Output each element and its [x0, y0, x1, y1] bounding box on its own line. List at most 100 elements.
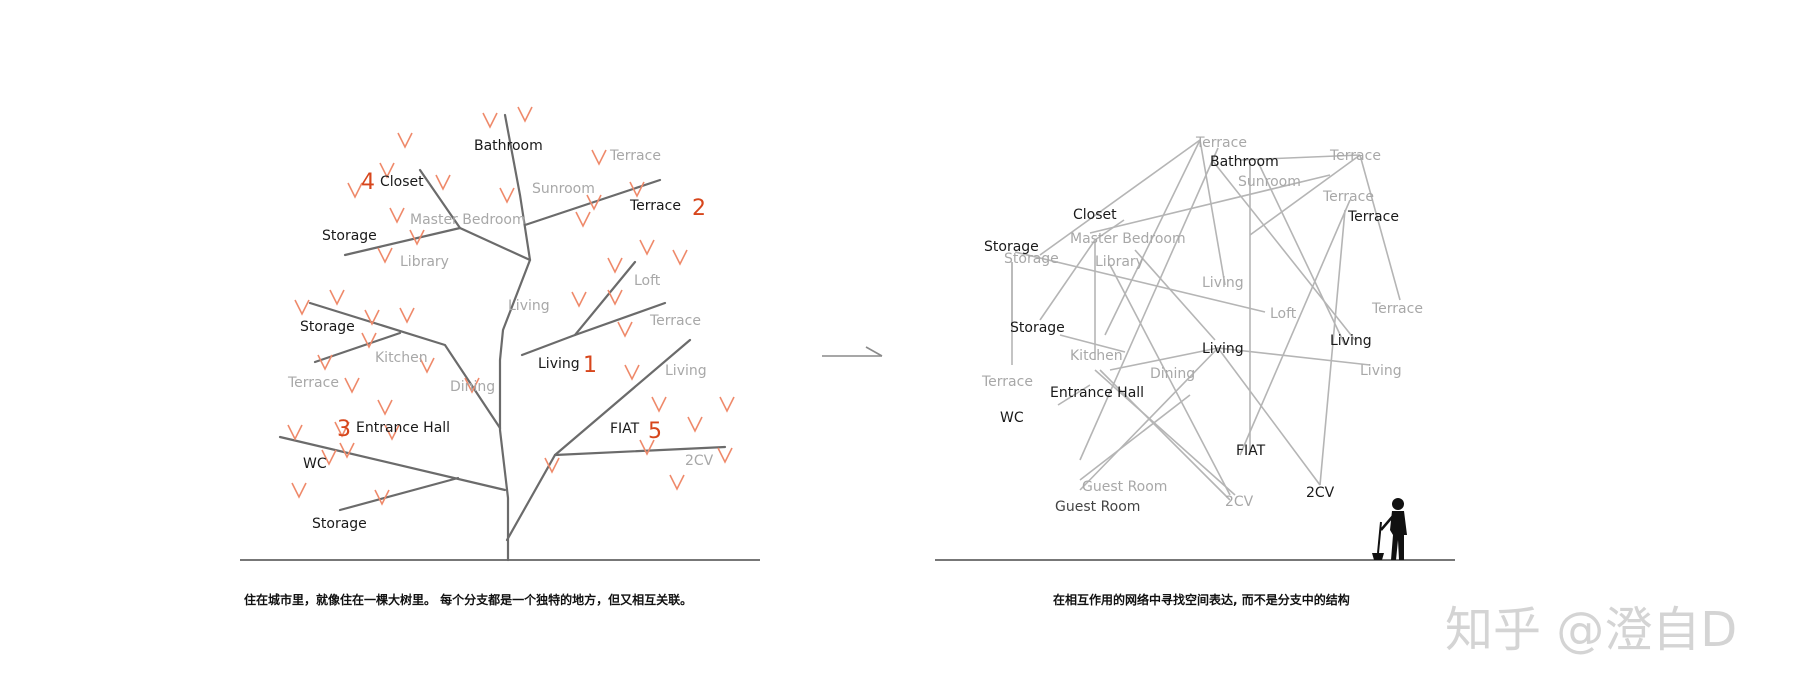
net-label-fiat: FIAT — [1236, 443, 1266, 459]
tree-labels: Bathroom Terrace Sunroom Closet Terrace … — [287, 138, 714, 532]
leaf-mark — [409, 229, 425, 246]
person-arm — [1380, 515, 1394, 531]
tree-label-living-1: Living — [538, 356, 580, 372]
leaf-mark — [575, 211, 591, 228]
tree-label-dining: Dining — [450, 379, 495, 395]
network-link — [1249, 154, 1361, 236]
leaf-mark — [361, 332, 377, 349]
leaf-mark — [344, 377, 360, 394]
leaf-mark — [719, 396, 735, 413]
branch-terrace-2 — [523, 178, 662, 227]
network-link — [1059, 334, 1126, 353]
branch-entrance — [278, 435, 507, 492]
network-link — [1211, 159, 1356, 341]
tree-label-terrace-2: Terrace — [629, 198, 681, 214]
leaf-mark — [669, 474, 685, 491]
branch-storage-3 — [338, 476, 460, 512]
net-label-guest-room-gray: Guest Room — [1082, 479, 1167, 495]
net-label-2cv: 2CV — [1306, 485, 1335, 501]
tree-label-2cv: 2CV — [685, 453, 714, 469]
leaf-mark — [482, 112, 498, 129]
network-link — [1199, 139, 1226, 286]
net-label-bathroom: Bathroom — [1210, 154, 1279, 170]
tree-branches — [278, 113, 727, 562]
tree-number-2: 2 — [692, 196, 706, 221]
leaf-mark — [321, 449, 337, 466]
network-labels: Terrace Bathroom Terrace Sunroom Terrace… — [981, 135, 1423, 515]
leaf-mark — [397, 132, 413, 149]
network-link — [1099, 369, 1231, 501]
tree-caption: 住在城市里，就像住在一棵大树里。 每个分支都是一个独特的地方，但又相互关联。 — [244, 592, 692, 607]
leaf-mark — [544, 457, 560, 474]
network-link — [1239, 154, 1361, 161]
network-link — [1359, 154, 1401, 301]
net-label-closet: Closet — [1073, 207, 1117, 223]
tree-trunk — [498, 113, 532, 562]
tree-label-entrance-hall: Entrance Hall — [356, 420, 450, 436]
leaf-mark — [464, 377, 480, 394]
leaf-mark — [317, 354, 333, 371]
tree-label-storage-1: Storage — [322, 228, 377, 244]
network-link — [1319, 209, 1346, 486]
leaf-mark — [291, 482, 307, 499]
leaf-mark — [287, 424, 303, 441]
tree-label-terrace-top: Terrace — [609, 148, 661, 164]
net-label-terrace-top: Terrace — [1195, 135, 1247, 151]
branch-storage-2 — [308, 301, 502, 430]
leaf-mark — [617, 321, 633, 338]
net-label-library: Library — [1095, 254, 1144, 270]
tree-label-living-right: Living — [665, 363, 707, 379]
net-label-entrance-hall: Entrance Hall — [1050, 385, 1144, 401]
net-label-guest-room: Guest Room — [1055, 499, 1140, 515]
network-link — [1079, 394, 1191, 481]
branch-kitchen — [313, 331, 402, 364]
tree-label-sunroom: Sunroom — [532, 181, 595, 197]
tree-diagram: Bathroom Terrace Sunroom Closet Terrace … — [240, 106, 760, 607]
tree-leaves — [287, 106, 735, 506]
network-link — [1014, 251, 1266, 313]
arrow-head — [865, 346, 883, 357]
leaf-mark — [672, 249, 688, 266]
net-label-storage-a: Storage — [984, 239, 1039, 255]
tree-label-living-gray: Living — [508, 298, 550, 314]
network-link — [1094, 369, 1236, 496]
leaf-mark — [717, 447, 733, 464]
net-label-storage-b: Storage — [1004, 251, 1059, 267]
network-link — [1217, 347, 1321, 486]
leaf-mark — [435, 174, 451, 191]
net-label-living-right: Living — [1330, 333, 1372, 349]
leaf-mark — [419, 357, 435, 374]
net-label-living-gray: Living — [1202, 275, 1244, 291]
zhihu-watermark: 知乎 @澄自D — [1445, 602, 1737, 658]
network-caption: 在相互作用的网络中寻找空间表达, 而不是分支中的结构 — [1053, 592, 1350, 607]
leaf-mark — [364, 309, 380, 326]
leaf-mark — [379, 162, 395, 179]
tree-label-closet: Closet — [380, 174, 424, 190]
leaf-mark — [399, 307, 415, 324]
network-link — [1089, 174, 1331, 234]
leaf-mark — [377, 399, 393, 416]
network-link — [1104, 139, 1201, 336]
net-label-wc: WC — [1000, 410, 1024, 426]
tree-label-storage-2: Storage — [300, 319, 355, 335]
net-label-living-center: Living — [1202, 341, 1244, 357]
leaf-mark — [639, 439, 655, 456]
leaf-mark — [624, 364, 640, 381]
net-label-2cv-gray: 2CV — [1225, 494, 1254, 510]
transition-arrow — [822, 346, 883, 357]
tree-number-5: 5 — [648, 419, 662, 444]
net-label-master-bedroom: Master Bedroom — [1070, 231, 1186, 247]
leaf-mark — [334, 421, 350, 438]
tree-number-3: 3 — [337, 417, 351, 442]
tree-label-terrace-left: Terrace — [287, 375, 339, 391]
leaf-mark — [384, 424, 400, 441]
network-link — [1217, 347, 1371, 366]
net-label-terrace-r3: Terrace — [1347, 209, 1399, 225]
leaf-mark — [374, 489, 390, 506]
net-label-dining: Dining — [1150, 366, 1195, 382]
net-label-storage-c: Storage — [1010, 320, 1065, 336]
network-diagram: Terrace Bathroom Terrace Sunroom Terrace… — [935, 135, 1455, 607]
network-link — [1057, 384, 1091, 406]
leaf-mark — [339, 442, 355, 459]
